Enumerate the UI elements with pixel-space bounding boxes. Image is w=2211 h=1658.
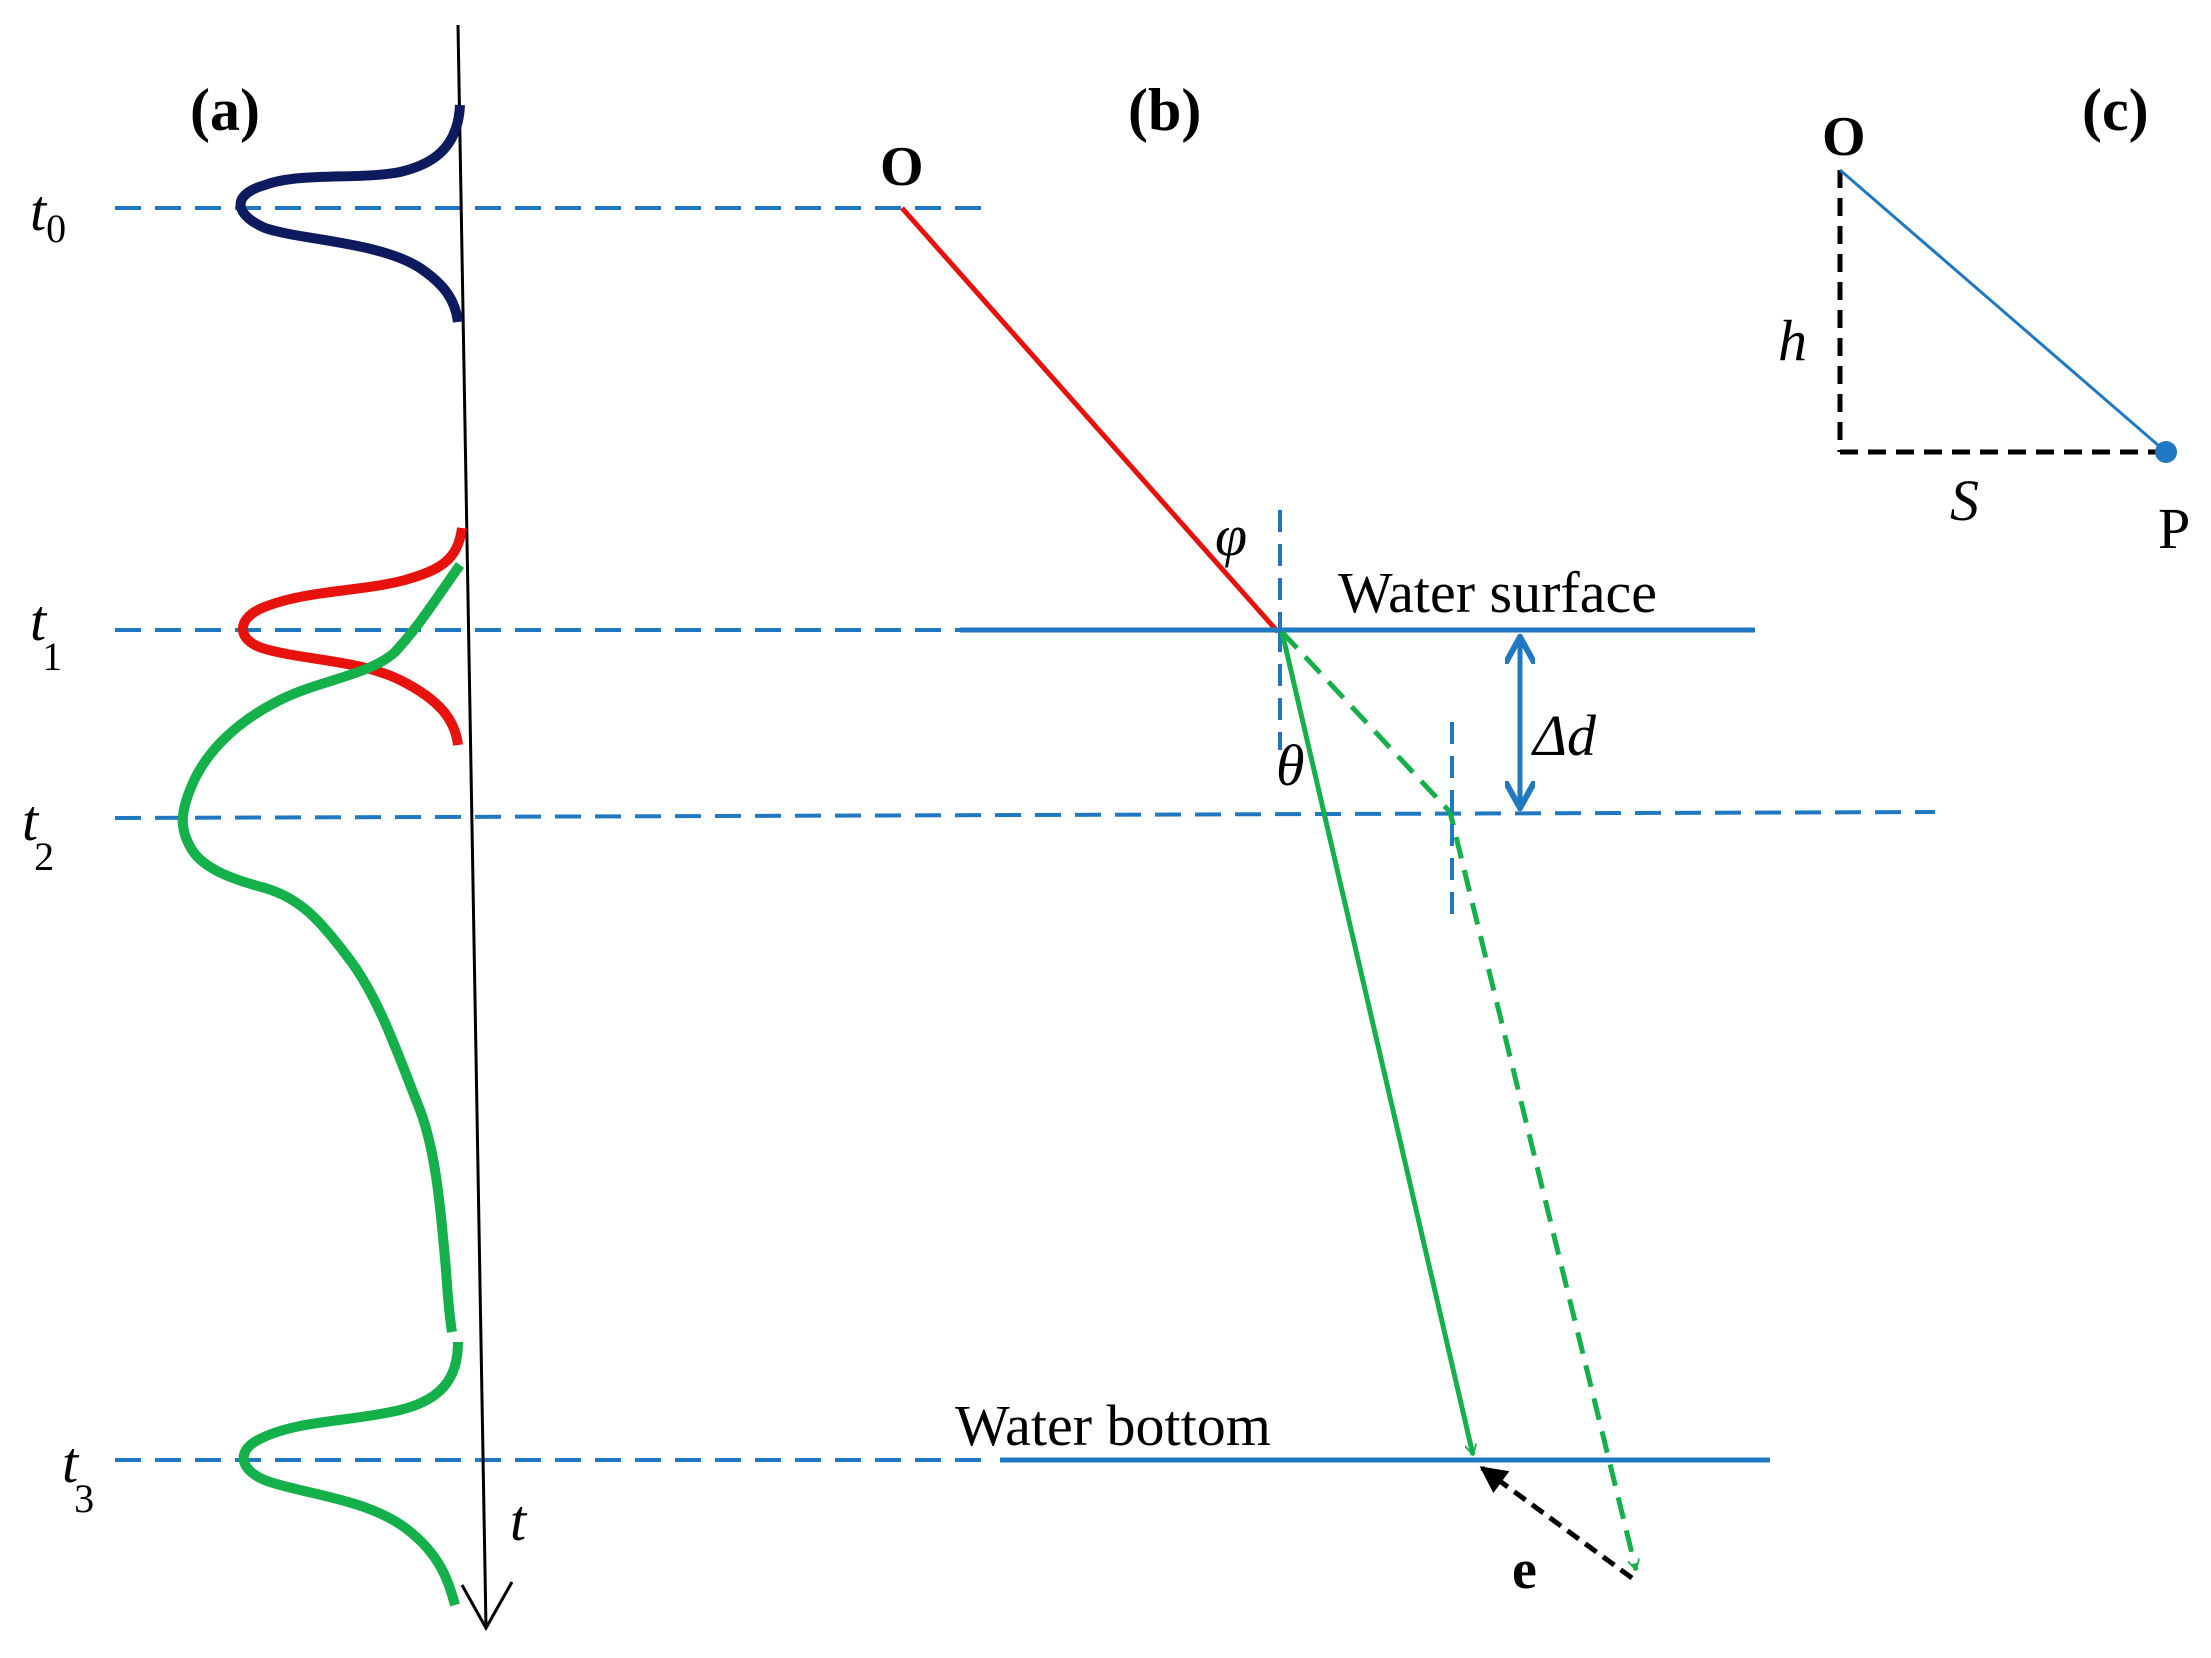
- t2-reference-line: [114, 810, 1936, 820]
- panel-c: (c) O h S P: [1778, 77, 2190, 561]
- bottom-return-waveform: [177, 562, 465, 1333]
- panel-b-label: (b): [1128, 77, 1201, 143]
- panel-b: (b) O φ θ Water surface Water bottom Δd …: [880, 77, 1770, 1601]
- point-p-marker: [2155, 441, 2177, 463]
- position-error-arrow: [1479, 1465, 1634, 1581]
- panel-c-label: (c): [2082, 77, 2149, 143]
- depth-change-label: Δd: [1531, 703, 1597, 768]
- incident-laser-beam: [900, 206, 1280, 634]
- height-label: h: [1778, 308, 1807, 373]
- t0-label: t0: [30, 178, 66, 251]
- refracted-beam: [1279, 631, 1473, 1455]
- time-axis-label: t: [510, 1488, 528, 1553]
- distance-label: S: [1950, 468, 1979, 533]
- panel-a-label: (a): [190, 77, 260, 143]
- water-surface-label: Water surface: [1338, 560, 1657, 625]
- point-p-label: P: [2158, 496, 2190, 561]
- origin-o-label-c: O: [1822, 106, 1866, 168]
- error-label: e: [1512, 1539, 1537, 1601]
- origin-o-label: O: [880, 136, 924, 198]
- slant-range-line: [1839, 168, 2167, 454]
- refraction-angle-theta: θ: [1276, 733, 1305, 798]
- time-axis-arrowhead: [460, 1581, 514, 1632]
- time-axis-line: [456, 24, 488, 1629]
- emitted-pulse-waveform: [235, 104, 465, 323]
- incidence-angle-phi: φ: [1215, 503, 1247, 568]
- water-bottom-label: Water bottom: [955, 1393, 1271, 1458]
- surface-return-waveform: [237, 527, 467, 746]
- shifted-refracted-beam: [1280, 630, 1636, 1570]
- bottom-return-tail-waveform: [238, 1341, 463, 1607]
